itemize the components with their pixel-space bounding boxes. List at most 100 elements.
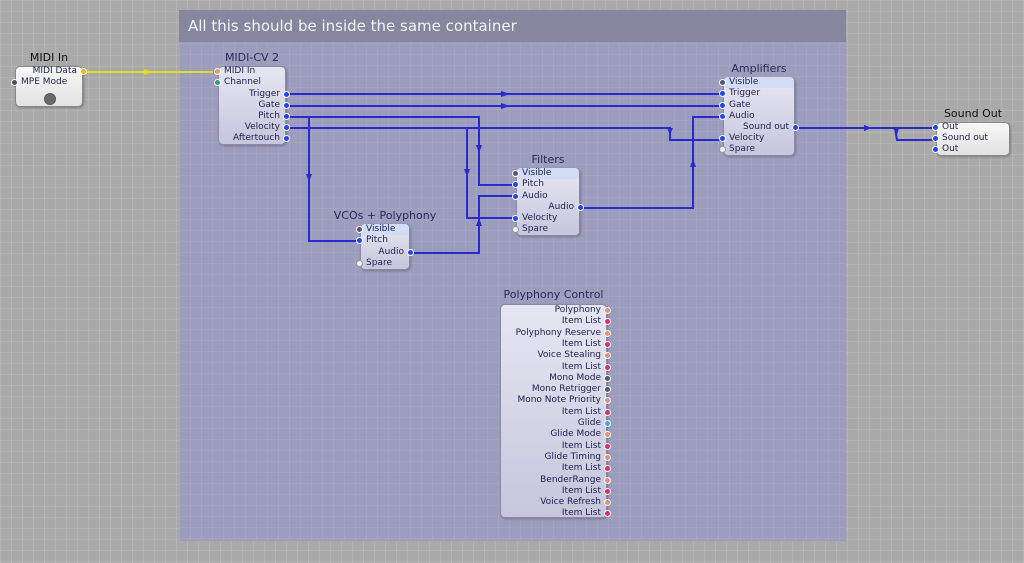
pin-gate[interactable]: Gate [719, 100, 751, 111]
module-amplifiers[interactable]: Amplifiers Visible Trigger Gate Audio So… [719, 62, 799, 156]
pin-port[interactable] [719, 113, 726, 120]
pin-port[interactable] [604, 499, 611, 507]
pin-out-2[interactable]: Out [932, 144, 958, 155]
pin-item-list[interactable]: Item List [562, 316, 611, 327]
pin-port[interactable] [577, 204, 584, 211]
pin-spare[interactable]: Spare [512, 224, 548, 235]
pin-mono-note-priority[interactable]: Mono Note Priority [517, 395, 611, 406]
pin-pitch[interactable]: Pitch [356, 235, 388, 246]
pin-port[interactable] [283, 135, 290, 142]
pin-pitch[interactable]: Pitch [512, 179, 544, 190]
pin-channel[interactable]: Channel [214, 77, 261, 88]
pin-port[interactable] [512, 193, 519, 200]
pin-aftertouch[interactable]: Aftertouch [233, 133, 290, 144]
pin-item-list[interactable]: Item List [562, 407, 611, 418]
pin-port[interactable] [719, 135, 726, 142]
module-vcos-polyphony[interactable]: VCOs + Polyphony Visible Pitch Audio Spa… [334, 209, 436, 270]
pin-item-list[interactable]: Item List [562, 463, 611, 474]
pin-port[interactable] [604, 386, 611, 394]
pin-midi-data[interactable]: MIDI Data [33, 66, 87, 77]
pin-port[interactable] [283, 102, 290, 109]
pin-port[interactable] [604, 329, 611, 337]
pin-mpe-mode[interactable]: MPE Mode [11, 77, 67, 88]
pin-gate[interactable]: Gate [258, 100, 290, 111]
pin-port[interactable] [604, 453, 611, 461]
pin-port[interactable] [604, 318, 611, 326]
module-sound-out[interactable]: Sound Out Out Sound out Out [932, 107, 1010, 156]
pin-visible[interactable]: Visible [356, 224, 409, 235]
wire-sound-out-2[interactable] [894, 127, 937, 141]
module-midi-in[interactable]: MIDI In MIDI Data MPE Mode [11, 51, 87, 107]
pin-port[interactable] [214, 68, 221, 75]
pin-audio-out[interactable]: Audio [548, 202, 584, 213]
pin-midi-in[interactable]: MIDI In [214, 66, 255, 77]
pin-visible[interactable]: Visible [512, 168, 579, 179]
pin-port[interactable] [604, 442, 611, 450]
pin-port[interactable] [719, 79, 726, 86]
pin-sound-out[interactable]: Sound out [743, 122, 799, 133]
pin-port[interactable] [283, 113, 290, 120]
pin-port[interactable] [604, 340, 611, 348]
module-midi-cv[interactable]: MIDI-CV 2 MIDI In Channel Trigger Gate P… [214, 51, 290, 145]
pin-port[interactable] [512, 170, 519, 177]
pin-port[interactable] [719, 90, 726, 97]
pin-item-list[interactable]: Item List [562, 508, 611, 519]
pin-port[interactable] [719, 146, 726, 153]
pin-out-1[interactable]: Out [932, 122, 958, 133]
pin-port[interactable] [604, 352, 611, 360]
pin-port[interactable] [719, 102, 726, 109]
pin-port[interactable] [604, 363, 611, 371]
container-title[interactable]: All this should be inside the same conta… [179, 10, 846, 42]
pin-polyphony-reserve[interactable]: Polyphony Reserve [516, 328, 611, 339]
pin-velocity[interactable]: Velocity [512, 213, 557, 224]
pin-item-list[interactable]: Item List [562, 486, 611, 497]
pin-voice-refresh[interactable]: Voice Refresh [540, 497, 611, 508]
pin-audio[interactable]: Audio [719, 111, 755, 122]
pin-trigger[interactable]: Trigger [719, 88, 760, 99]
pin-port[interactable] [512, 181, 519, 188]
pin-port[interactable] [792, 124, 799, 131]
pin-velocity[interactable]: Velocity [245, 122, 290, 133]
pin-port[interactable] [604, 408, 611, 416]
pin-port[interactable] [604, 465, 611, 473]
pin-port[interactable] [932, 135, 939, 142]
pin-port[interactable] [356, 260, 363, 267]
pin-velocity[interactable]: Velocity [719, 133, 764, 144]
module-filters[interactable]: Filters Visible Pitch Audio Audio Veloci… [512, 153, 584, 236]
pin-glide[interactable]: Glide [578, 418, 611, 429]
pin-port[interactable] [80, 68, 87, 75]
pin-port[interactable] [356, 237, 363, 244]
pin-glide-mode[interactable]: Glide Mode [550, 429, 611, 440]
pin-mono-mode[interactable]: Mono Mode [549, 373, 611, 384]
pin-port[interactable] [283, 91, 290, 98]
pin-spare[interactable]: Spare [719, 144, 755, 155]
pin-audio-out[interactable]: Audio [378, 247, 414, 258]
pin-port[interactable] [512, 226, 519, 233]
pin-benderrange[interactable]: BenderRange [540, 475, 611, 486]
pin-port[interactable] [604, 397, 611, 405]
pin-port[interactable] [604, 307, 611, 314]
pin-port[interactable] [407, 249, 414, 256]
pin-port[interactable] [283, 124, 290, 131]
pin-port[interactable] [604, 374, 611, 382]
pin-trigger[interactable]: Trigger [249, 89, 290, 100]
pin-port[interactable] [604, 420, 611, 427]
pin-audio-in[interactable]: Audio [512, 191, 548, 202]
pin-visible[interactable]: Visible [719, 77, 794, 88]
pin-voice-stealing[interactable]: Voice Stealing [537, 350, 611, 361]
pin-mono-retrigger[interactable]: Mono Retrigger [532, 384, 611, 395]
pin-port[interactable] [214, 79, 221, 86]
pin-item-list[interactable]: Item List [562, 362, 611, 373]
pin-item-list[interactable]: Item List [562, 339, 611, 350]
pin-port[interactable] [604, 476, 611, 484]
pin-pitch[interactable]: Pitch [258, 111, 290, 122]
pin-spare[interactable]: Spare [356, 258, 392, 269]
pin-port[interactable] [356, 226, 363, 233]
pin-port[interactable] [932, 124, 939, 131]
pin-sound-out[interactable]: Sound out [932, 133, 988, 144]
pin-glide-timing[interactable]: Glide Timing [545, 452, 611, 463]
pin-port[interactable] [604, 510, 611, 518]
pin-port[interactable] [604, 487, 611, 495]
pin-port[interactable] [604, 431, 611, 439]
